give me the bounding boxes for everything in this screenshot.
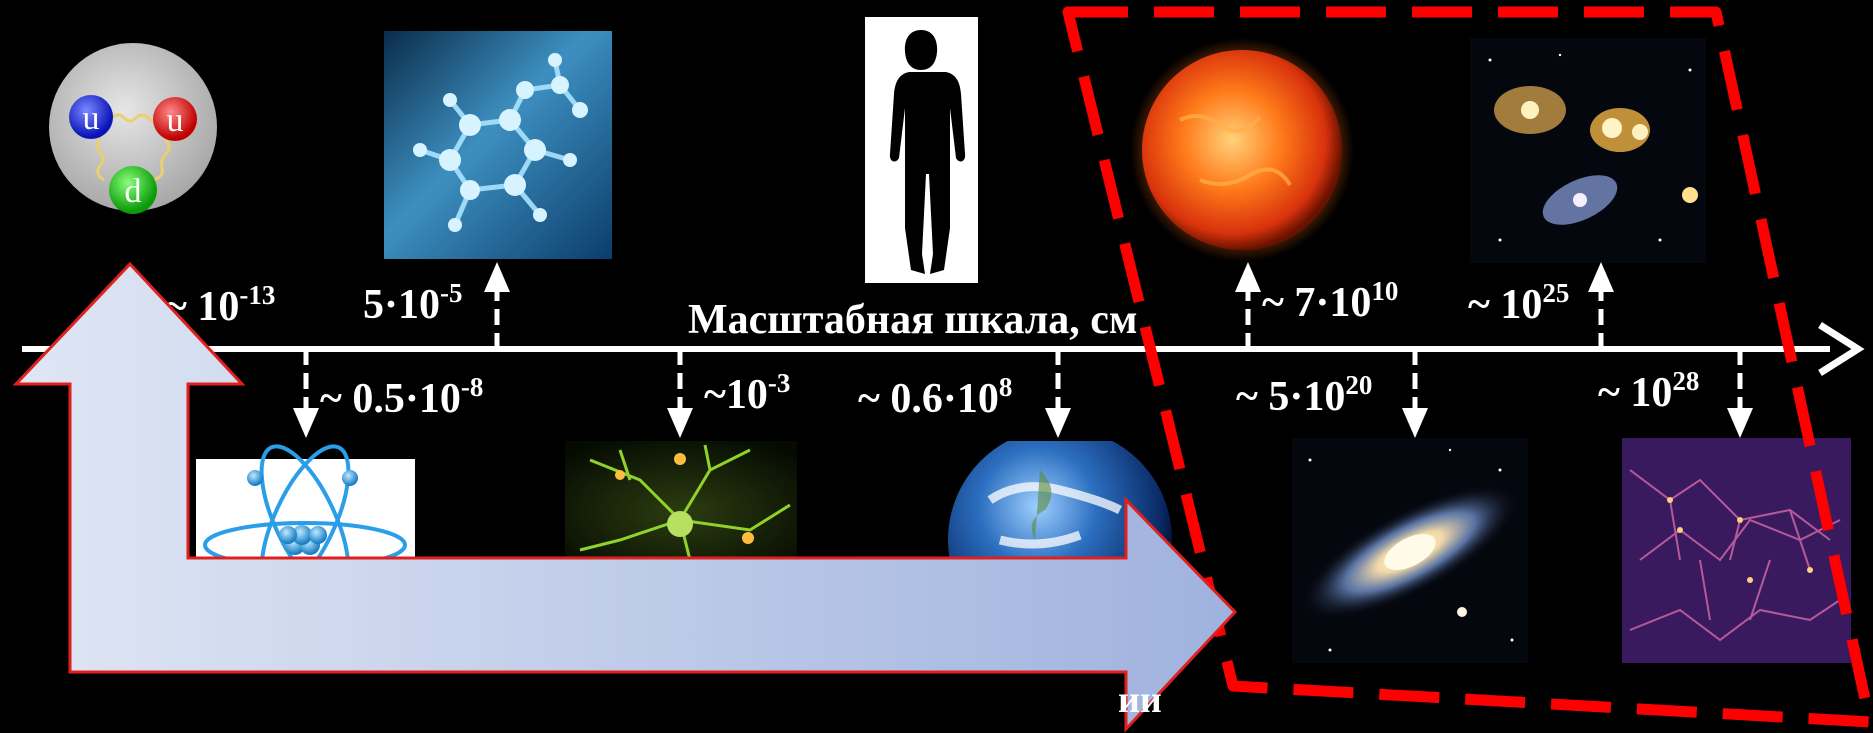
tick-arrows (293, 262, 1753, 438)
quark-1-label: u (83, 100, 100, 137)
human-silhouette-image (865, 17, 978, 283)
sun-image (1130, 38, 1355, 263)
big-l-arrow (12, 261, 1238, 733)
label-molecule: 5·10-5 (363, 278, 463, 328)
earth-image (948, 441, 1172, 559)
proton-image: u u d (49, 43, 217, 214)
cosmic-scale-dashed-boundary (1062, 6, 1873, 728)
label-neuron: ~10-3 (704, 368, 790, 418)
galaxy-group-image (1470, 38, 1706, 263)
scale-axis (22, 322, 1865, 376)
molecule-image (384, 31, 612, 259)
label-quark: ~ 10-13 (165, 280, 275, 330)
label-universe: ~ 1028 (1598, 366, 1699, 416)
axis-title: Масштабная шкала, см (688, 297, 1138, 343)
partial-caption: ии (1118, 679, 1162, 721)
atom-image (196, 444, 415, 596)
label-sun: ~ 7·1010 (1262, 276, 1398, 326)
label-andromeda: ~ 5·1020 (1236, 370, 1372, 420)
label-galaxy-group: ~ 1025 (1468, 278, 1569, 328)
label-atom: ~ 0.5·10-8 (320, 372, 483, 422)
andromeda-galaxy-image (1292, 438, 1528, 663)
quark-2-label: u (167, 102, 184, 139)
neuron-image (565, 441, 797, 561)
label-earth: ~ 0.6·108 (858, 372, 1012, 422)
quark-3-label: d (125, 173, 142, 210)
